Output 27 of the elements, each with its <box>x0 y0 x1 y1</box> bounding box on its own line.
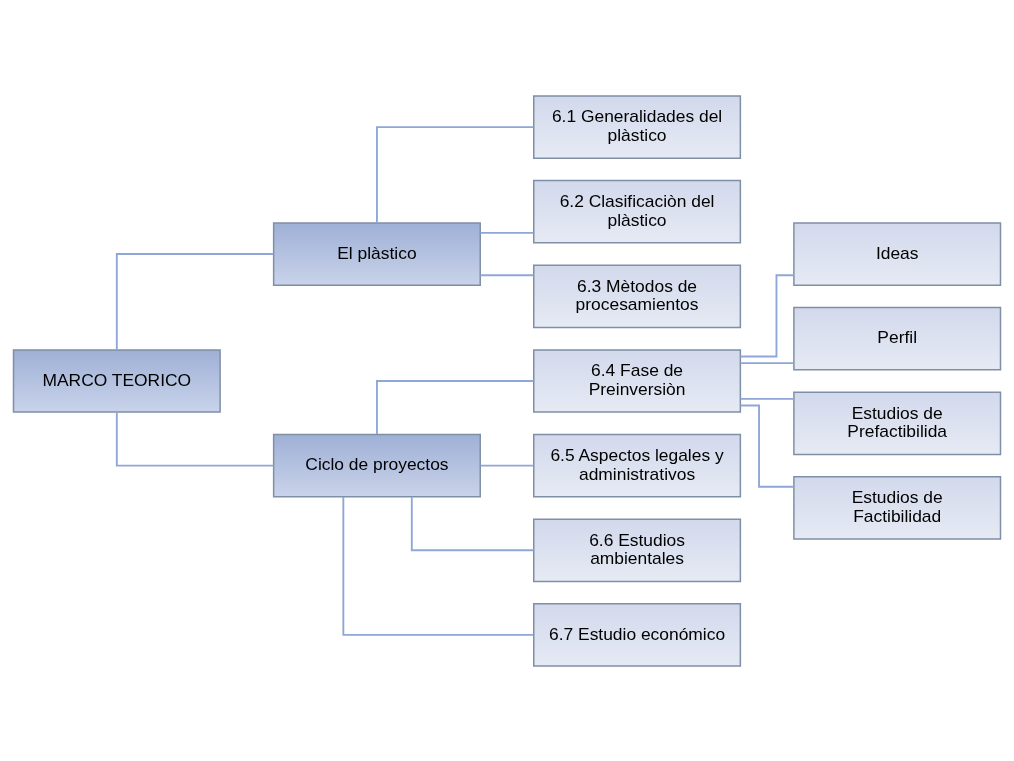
node-box: 6.6 Estudios ambientales <box>533 517 742 582</box>
connector <box>376 125 535 224</box>
node-box: Ciclo de proyectos <box>272 433 481 497</box>
connector <box>342 495 535 636</box>
connector <box>376 379 535 435</box>
connector <box>739 397 795 400</box>
node-box: 6.2 Clasificaciòn del plàstico <box>533 179 742 244</box>
node-box: Ideas <box>793 221 1002 286</box>
node-box: 6.1 Generalidades del plàstico <box>533 94 742 159</box>
node-box: Perfil <box>793 306 1002 371</box>
connector <box>739 361 795 364</box>
node-box: 6.4 Fase de Preinversiòn <box>533 348 742 413</box>
node-box: 6.5 Aspectos legales y administrativos <box>533 433 742 497</box>
connector <box>479 464 535 467</box>
connector <box>739 404 795 488</box>
connector <box>115 411 275 467</box>
node-box: El plàstico <box>272 221 481 286</box>
connector <box>115 252 275 351</box>
node-box: 6.7 Estudio económico <box>533 602 742 667</box>
node-box: 6.3 Mètodos de procesamientos <box>533 264 742 328</box>
connector <box>739 273 795 357</box>
node-box: Estudios de Prefactibilida <box>793 390 1002 455</box>
connector <box>479 273 535 276</box>
connector <box>410 495 535 551</box>
node-box: Estudios de Factibilidad <box>793 475 1002 540</box>
node-box: MARCO TEORICO <box>12 348 221 413</box>
connector <box>479 231 535 234</box>
